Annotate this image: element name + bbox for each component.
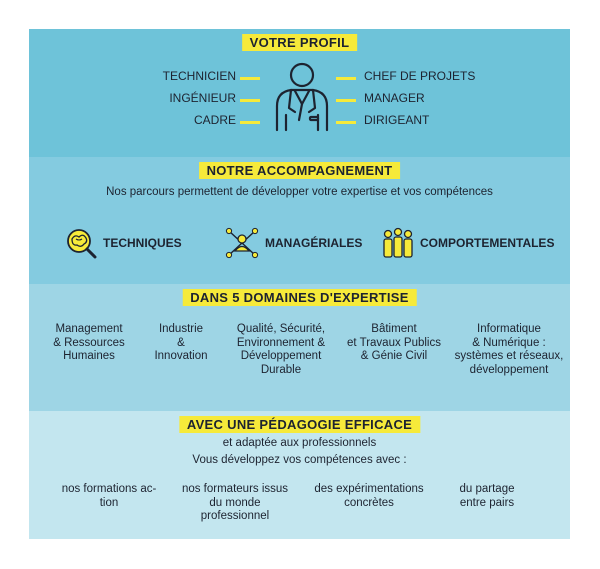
pedagogie-line: des expérimentations — [314, 483, 424, 495]
domaines-panel: DANS 5 DOMAINES D'EXPERTISE Management &… — [29, 284, 570, 411]
domaine-line: développement — [469, 363, 549, 376]
dash-right-1 — [336, 77, 356, 80]
profile-ingenieur: INGÉNIEUR — [169, 91, 236, 105]
domaine-line: Management — [55, 323, 123, 335]
domaines-title: DANS 5 DOMAINES D'EXPERTISE — [182, 289, 417, 306]
dash-left-3 — [240, 121, 260, 124]
domaine-line: & Numérique : — [472, 336, 546, 349]
domaine-line: Qualité, Sécurité, — [236, 323, 326, 335]
business-person-icon — [275, 62, 329, 132]
pedagogie-subtitle-2: Vous développez vos compétences avec : — [192, 454, 407, 466]
domaine-management: Management & Ressources Humaines — [53, 323, 125, 364]
domaine-line: Bâtiment — [371, 323, 417, 335]
profile-manager: MANAGER — [364, 91, 425, 105]
profile-technicien: TECHNICIEN — [162, 69, 236, 83]
pedagogie-item-experimentations: des expérimentations concrètes — [314, 483, 423, 510]
pedagogie-line: nos formateurs issus — [181, 483, 289, 495]
dash-right-3 — [336, 121, 356, 124]
dash-left-2 — [240, 99, 260, 102]
accompagnement-item-comportementales: COMPORTEMENTALES — [381, 227, 554, 259]
domaine-line: Industrie — [158, 323, 204, 335]
domaine-line: & — [177, 336, 185, 349]
pedagogie-line: entre pairs — [459, 496, 515, 509]
accompagnement-subtitle: Nos parcours permettent de développer vo… — [106, 186, 493, 198]
accompagnement-label-manageriales: MANAGÉRIALES — [265, 236, 363, 250]
dash-right-2 — [336, 99, 356, 102]
dash-left-1 — [240, 77, 260, 80]
profile-title: VOTRE PROFIL — [241, 34, 358, 51]
brain-magnifier-icon — [67, 229, 97, 259]
accompagnement-label-techniques: TECHNIQUES — [103, 236, 182, 250]
profile-panel: VOTRE PROFIL TECHNICIEN INGÉNIEUR CADRE … — [29, 29, 570, 157]
domaine-line: Durable — [260, 363, 302, 376]
domaine-line: Développement — [240, 350, 322, 362]
domaine-industrie: Industrie & Innovation — [154, 323, 207, 364]
accompagnement-item-manageriales: MANAGÉRIALES — [224, 227, 362, 259]
domaine-line: & Ressources — [53, 336, 125, 349]
domaine-line: systèmes et réseaux, — [454, 350, 564, 362]
accompagnement-title: NOTRE ACCOMPAGNEMENT — [198, 162, 401, 179]
domaine-line: et Travaux Publics — [347, 336, 441, 349]
pedagogie-line: du partage — [459, 483, 515, 495]
domaine-line: Humaines — [63, 350, 115, 362]
accompagnement-panel: NOTRE ACCOMPAGNEMENT Nos parcours permet… — [29, 157, 570, 284]
pedagogie-line: tion — [99, 496, 119, 509]
pedagogie-title: AVEC UNE PÉDAGOGIE EFFICACE — [178, 416, 421, 433]
domaine-btp: Bâtiment et Travaux Publics & Génie Civi… — [347, 323, 441, 364]
pedagogie-panel: AVEC UNE PÉDAGOGIE EFFICACE et adaptée a… — [29, 411, 570, 539]
domaine-qse: Qualité, Sécurité, Environnement & Dével… — [237, 323, 325, 377]
pedagogie-subtitle-1: et adaptée aux professionnels — [222, 437, 377, 449]
people-group-icon — [383, 227, 413, 258]
accompagnement-label-comportementales: COMPORTEMENTALES — [420, 236, 555, 250]
pedagogie-item-formations: nos formations ac- tion — [62, 483, 157, 510]
profile-cadre: CADRE — [193, 113, 236, 127]
profile-dirigeant: DIRIGEANT — [364, 113, 430, 127]
team-network-icon — [225, 227, 259, 259]
domaine-line: Innovation — [154, 350, 208, 362]
pedagogie-item-formateurs: nos formateurs issus du monde profession… — [182, 483, 288, 524]
domaine-informatique: Informatique & Numérique : systèmes et r… — [455, 323, 564, 377]
pedagogie-line: du monde — [209, 496, 261, 509]
accompagnement-item-techniques: TECHNIQUES — [64, 227, 182, 259]
pedagogie-line: professionnel — [200, 510, 270, 522]
pedagogie-item-partage: du partage entre pairs — [460, 483, 515, 510]
pedagogie-line: concrètes — [344, 496, 394, 509]
domaine-line: Informatique — [477, 323, 541, 335]
profile-chef-de-projets: CHEF DE PROJETS — [364, 69, 476, 83]
pedagogie-line: nos formations ac- — [61, 483, 157, 495]
domaine-line: Environnement & — [236, 336, 326, 349]
domaine-line: & Génie Civil — [360, 350, 428, 362]
